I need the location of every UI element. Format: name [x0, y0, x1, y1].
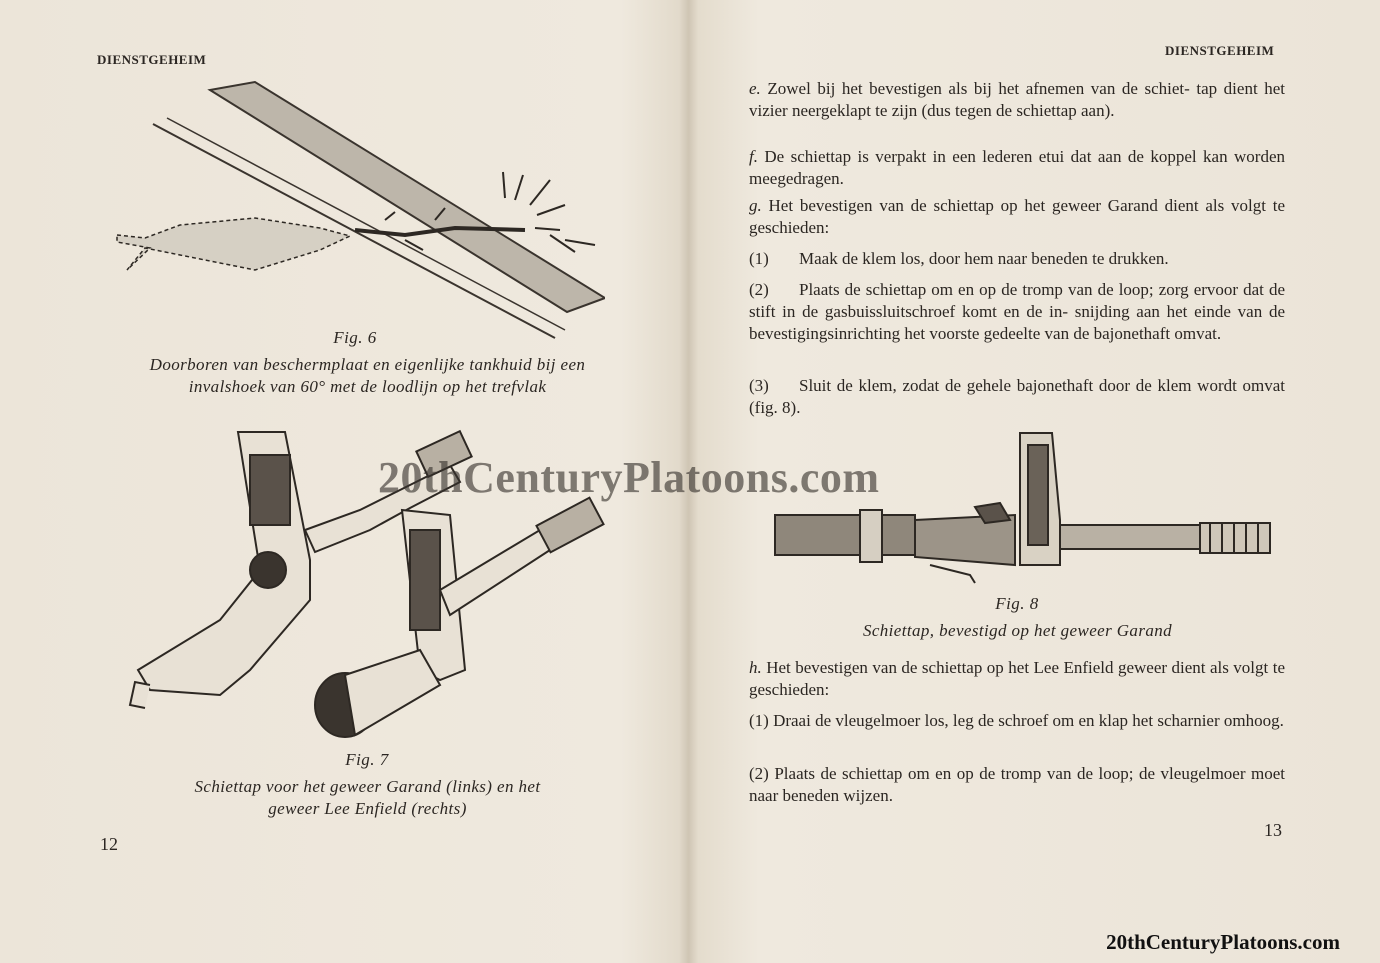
caption-line: Doorboren van beschermplaat en eigenlijk… [149, 355, 586, 374]
step-line: Plaats de schiettap om en op de tromp va… [774, 764, 1156, 783]
paragraph-g: g. Het bevestigen van de schiettap op he… [749, 195, 1285, 239]
step-number: (1) [749, 711, 769, 730]
paragraph-line: Zowel bij het bevestigen als bij het afn… [767, 79, 1190, 98]
running-head: DIENSTGEHEIM [97, 52, 207, 67]
paragraph-line: Het bevestigen van de schiettap op het g… [768, 196, 1158, 215]
paragraph-e: e. Zowel bij het bevestigen als bij het … [749, 78, 1285, 122]
paragraph-line: Het bevestigen van de schiettap op het L… [766, 658, 1168, 677]
step-line: Draai de vleugelmoer los, leg de schroef… [773, 711, 1154, 730]
left-page: DIENSTGEHEIM Fig. 6 Doorboren van besche… [60, 52, 675, 854]
step-g-2: (2) Plaats de schiettap om en op de tromp… [749, 279, 1285, 345]
step-line: Sluit de klem, zodat de gehele bajonetha… [799, 376, 1192, 395]
paragraph-marker: g. [749, 196, 762, 215]
fig-6-illustration [116, 80, 605, 339]
fig-6-label: Fig. 6 [333, 328, 377, 347]
fig-7-caption: Schiettap voor het geweer Garand (links)… [60, 776, 675, 820]
fig-6-caption: Doorboren van beschermplaat en eigenlijk… [60, 354, 675, 398]
fig-8-label: Fig. 8 [995, 594, 1039, 613]
step-g-3: (3) Sluit de klem, zodat de gehele bajone… [749, 375, 1285, 419]
fig-8-caption: Schiettap, bevestigd op het geweer Garan… [862, 621, 1173, 640]
footer-watermark: 20thCenturyPlatoons.com [1106, 930, 1340, 954]
step-line: snijding aan het einde van de bevestigin… [749, 302, 1285, 343]
step-number: (1) [749, 249, 769, 268]
paragraph-h: h. Het bevestigen van de schiettap op he… [749, 657, 1285, 701]
step-number: (3) [749, 376, 769, 395]
step-line: Plaats de schiettap om en op de tromp va… [799, 280, 1189, 299]
step-line: ervoor dat de stift in de gasbuissluitsc… [749, 280, 1285, 321]
paragraph-marker: h. [749, 658, 762, 677]
step-line: wordt omvat (fig. 8). [749, 376, 1286, 417]
running-head: DIENSTGEHEIM [1165, 43, 1275, 58]
paragraph-line: aan). [1081, 101, 1115, 120]
caption-line: geweer Lee Enfield (rechts) [268, 799, 467, 818]
paragraph-line: dient als volgt te geschieden: [749, 658, 1285, 699]
watermark-text: 20thCenturyPlatoons.com [378, 453, 880, 502]
paragraph-marker: f. [749, 147, 758, 166]
caption-line: Schiettap voor het geweer Garand (links)… [194, 777, 541, 796]
right-page: DIENSTGEHEIM e. Zowel bij het bevestigen… [690, 0, 1380, 963]
paragraph-f: f. De schiettap is verpakt in een ledere… [749, 146, 1285, 190]
step-line: gedeelte van de bajonethaft omvat. [983, 324, 1222, 343]
page-number-left: 12 [100, 834, 118, 854]
paragraph-line: De schiettap is verpakt in een lederen e… [764, 147, 1144, 166]
step-line: vleugelmoer moet naar beneden wijzen. [749, 764, 1286, 805]
caption-line: invalshoek van 60° met de loodlijn op he… [188, 377, 547, 396]
paragraph-line: koppel kan worden meegedragen. [749, 147, 1285, 188]
step-g-1: (1) Maak de klem los, door hem naar bened… [749, 248, 1285, 270]
step-line: scharnier omhoog. [1157, 711, 1284, 730]
paragraph-marker: e. [749, 79, 761, 98]
fig-8-illustration [774, 432, 1271, 584]
step-h-1: (1) Draai de vleugelmoer los, leg de sch… [749, 710, 1285, 732]
step-number: (2) [749, 280, 769, 299]
paragraph-line: tap dient het vizier neergeklapt te zijn… [749, 79, 1286, 120]
step-h-2: (2) Plaats de schiettap om en op de trom… [749, 763, 1285, 807]
paragraph-line: dient als volgt te geschieden: [749, 196, 1286, 237]
step-number: (2) [749, 764, 769, 783]
fig-7-illustration [128, 429, 605, 738]
fig-7-label: Fig. 7 [345, 750, 389, 769]
page-number-right: 13 [1264, 820, 1282, 840]
step-line: Maak de klem los, door hem naar beneden … [799, 249, 1169, 268]
